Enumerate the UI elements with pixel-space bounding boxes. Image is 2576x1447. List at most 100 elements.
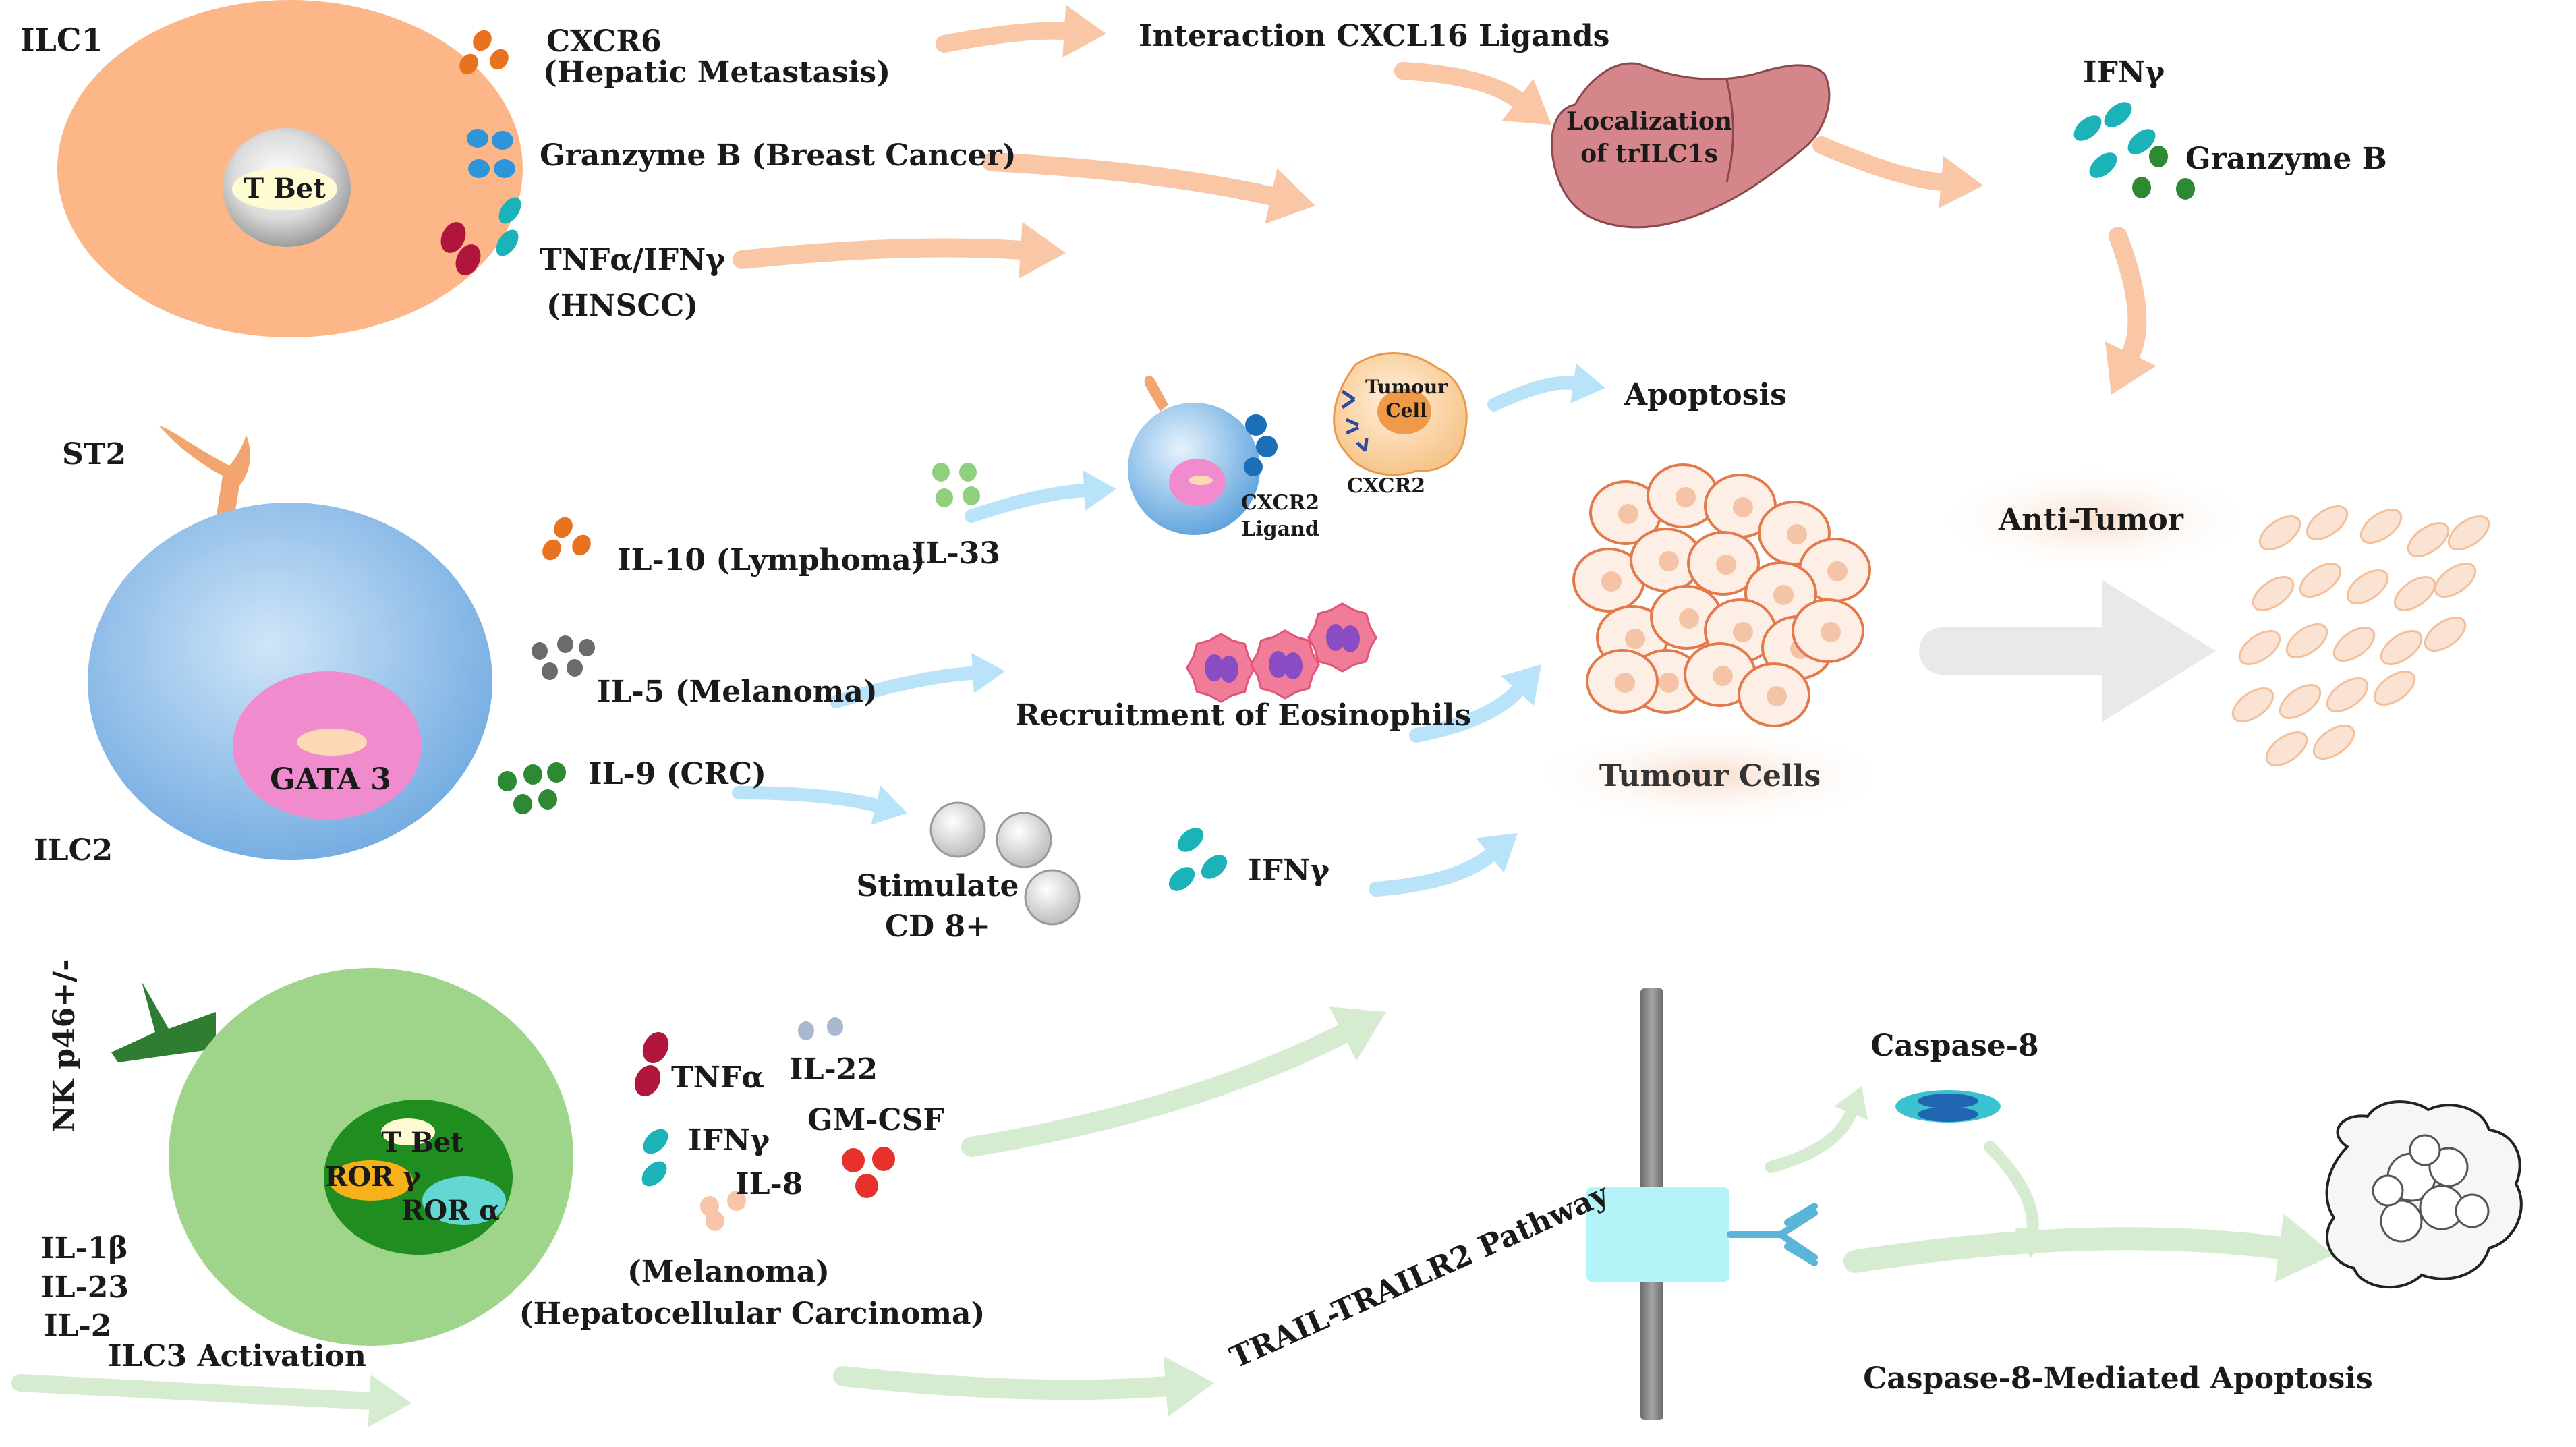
ilc1-nucleus-label: T Bet — [244, 173, 326, 204]
ilc3-activation-label: ILC3 Activation — [108, 1339, 366, 1373]
trail-receptor — [1586, 988, 1818, 1420]
dead-tumour-fragment — [2447, 515, 2490, 550]
dead-tumour-fragment — [2393, 576, 2436, 611]
ilc3-ifng-label: IFNγ — [688, 1123, 770, 1158]
ilc2-molecules — [498, 463, 1228, 891]
il22-label: IL-22 — [789, 1052, 878, 1087]
arrow-tnf-head — [1019, 221, 1066, 279]
il33-label: IL-33 — [912, 536, 1000, 571]
tumour-cell — [1333, 352, 1468, 476]
il8-label: IL-8 — [735, 1167, 803, 1201]
tnf-ifn-label: TNFα/IFNγ — [540, 243, 726, 277]
arrow-cd8-shaft — [1369, 848, 1497, 897]
ilc3-cell — [111, 968, 573, 1346]
arrow-il9-head — [871, 785, 907, 825]
liver-label-1: Localization — [1566, 107, 1732, 136]
ilc2-ifng-label: IFNγ — [1248, 853, 1330, 888]
dead-tumour-fragment — [2380, 630, 2423, 665]
liver-icon — [1551, 62, 1831, 229]
arrow-caspase-up-shaft — [1765, 1107, 1857, 1173]
arrow-ilc3-upper-head — [1329, 1006, 1386, 1061]
arrow-il33-shaft — [965, 484, 1091, 523]
ilc3-rora-label: ROR α — [401, 1195, 500, 1226]
eosinophil — [1250, 629, 1320, 700]
ilc2-cell — [88, 425, 492, 860]
ilc1-label: ILC1 — [20, 22, 103, 58]
il10-molecules — [542, 517, 591, 561]
il5-label: IL-5 (Melanoma) — [597, 675, 878, 709]
interaction-label: Interaction CXCL16 Ligands — [1139, 19, 1609, 53]
arrow-cxcr6-shaft — [936, 22, 1073, 53]
arrow-anti-tumor-head — [2105, 341, 2156, 395]
apoptosis-label: Apoptosis — [1624, 378, 1787, 412]
cxcr6-molecules — [459, 30, 509, 75]
tumour-cell-label-1: Tumour — [1365, 376, 1448, 398]
anti-tumor-label: Anti-Tumor — [1998, 503, 2184, 537]
apoptotic-vesicle — [2428, 1147, 2469, 1187]
arrow-anti-tumor-grey-head — [2102, 580, 2216, 722]
tumour-cells-glow — [1528, 725, 1892, 826]
dead-tumour-fragment — [2332, 627, 2376, 662]
apoptotic-body-icon — [2325, 1100, 2523, 1289]
il9-label: IL-9 (CRC) — [588, 757, 766, 791]
dead-tumour-fragment — [2299, 563, 2342, 598]
cxcr6-sub-label: (Hepatic Metastasis) — [543, 55, 890, 90]
dead-tumour-fragment — [2359, 509, 2403, 544]
trail-pathway-label: TRAIL-TRAILR2 Pathway — [1225, 1176, 1615, 1375]
arrow-caspase-up-head — [1833, 1086, 1868, 1120]
arrow-il9-shaft — [732, 786, 883, 812]
st2-label: ST2 — [62, 437, 126, 472]
granzyme-breast-label: Granzyme B (Breast Cancer) — [540, 138, 1017, 173]
dead-tumour-fragment — [2231, 687, 2274, 722]
arrow-apoptotic-body-head — [2274, 1214, 2334, 1282]
tnf-ifn-molecules — [440, 197, 521, 275]
cxcr2-label: CXCR2 — [1347, 474, 1425, 498]
arrow-apoptosis-head — [1570, 363, 1605, 403]
il2-label: IL-2 — [44, 1309, 111, 1343]
arrow-cxcr6-head — [1062, 5, 1106, 58]
labels: ILC1 T Bet CXCR6 (Hepatic Metastasis) Gr… — [20, 19, 2387, 1396]
anti-tumor-glow — [1933, 465, 2256, 573]
arrow-liver-out-shaft — [1812, 136, 1950, 191]
arrow-ilc3-activation-shaft — [11, 1374, 378, 1410]
ilc2-ifng-molecules — [1168, 828, 1228, 891]
cxcr2-ligand-label-1: CXCR2 — [1241, 491, 1319, 515]
dead-tumour-fragment — [2434, 563, 2477, 598]
arrow-il5-shaft — [830, 666, 980, 708]
stimulate-label: Stimulate — [857, 869, 1019, 903]
arrow-eosinophils-head — [1501, 664, 1541, 706]
ilc2-label: ILC2 — [34, 833, 113, 868]
tumour-cell-unit — [1738, 662, 1810, 727]
cd8-label: CD 8+ — [885, 909, 990, 944]
dead-tumour-fragment — [2306, 505, 2349, 540]
apoptotic-vesicle — [2372, 1174, 2404, 1207]
arrow-ilc3-lower-head — [1163, 1356, 1214, 1417]
tnfa-label: TNFα — [671, 1060, 764, 1095]
arrow-granzyme-head — [1265, 168, 1315, 224]
tumour-cell-unit — [1586, 649, 1659, 714]
tumour-cells-cluster — [1572, 463, 1871, 727]
arrow-liver-in-head — [1501, 78, 1551, 125]
dead-tumour-fragment — [2373, 671, 2416, 706]
eosinophils-icon — [1186, 602, 1377, 703]
arrow-il5-head — [971, 652, 1005, 693]
ifng-output-label: IFNγ — [2083, 55, 2165, 90]
dead-tumour-fragment — [2346, 569, 2389, 604]
dead-tumour-fragment — [2312, 725, 2355, 760]
il23-label: IL-23 — [40, 1270, 129, 1305]
gmcsf-label: GM-CSF — [807, 1103, 944, 1137]
il33-molecules — [932, 463, 980, 507]
cd8-cells — [929, 801, 1081, 926]
granzyme-molecules — [467, 129, 515, 178]
tumour-cell-label-2: Cell — [1385, 399, 1427, 422]
apoptotic-vesicle — [2455, 1193, 2490, 1228]
ilc3-tbet-label: T Bet — [381, 1127, 463, 1158]
dead-tumour-fragment — [2265, 731, 2308, 766]
arrow-ilc3-activation-head — [368, 1374, 411, 1427]
arrow-group — [11, 5, 2334, 1427]
arrow-apoptosis-shaft — [1487, 376, 1580, 412]
melanoma-label: (Melanoma) — [627, 1255, 830, 1289]
arrow-apoptotic-body-shaft — [1843, 1227, 2291, 1273]
gata3-label: GATA 3 — [270, 762, 391, 797]
arrow-ilc3-lower-shaft — [833, 1366, 1176, 1400]
